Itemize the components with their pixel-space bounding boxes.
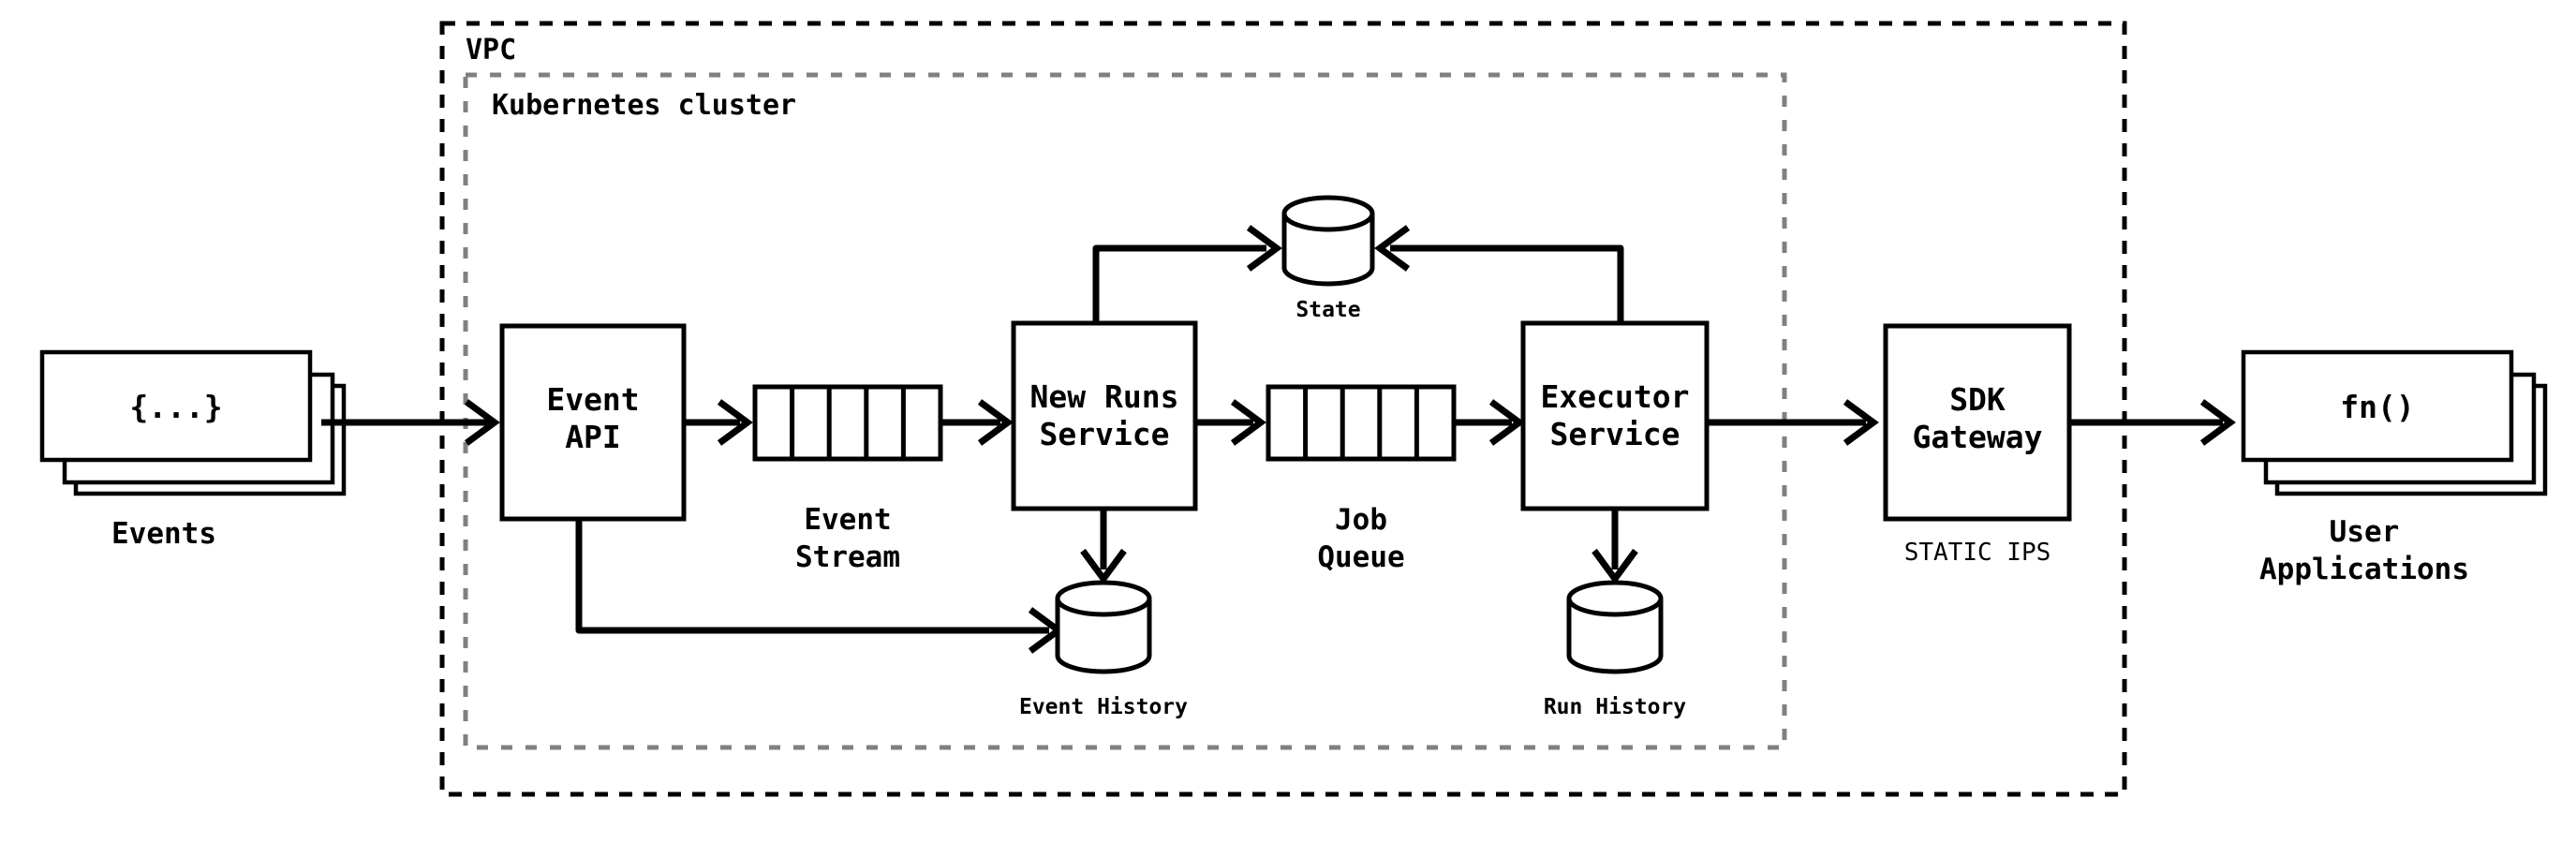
event-history-caption: Event History — [1019, 695, 1188, 719]
arrow-event-api-to-event-stream — [717, 399, 753, 446]
new-runs-service-box — [1011, 320, 1198, 511]
executor-service-label-line2: Service — [1549, 416, 1680, 452]
run-history-cylinder-body — [1566, 599, 1664, 674]
sdk-gateway-label-line1: SDK — [1949, 381, 2006, 418]
edge-new-runs-to-state — [1092, 244, 1266, 323]
run-history-cylinder-top — [1566, 580, 1664, 617]
run-history-node[interactable] — [1566, 580, 1664, 674]
vpc-boundary — [439, 21, 2127, 797]
executor-service-box — [1520, 320, 1710, 511]
events-node[interactable]: {...} — [39, 349, 347, 496]
job-queue-node[interactable] — [1266, 384, 1457, 462]
state-cylinder-body — [1281, 214, 1375, 287]
state-node[interactable] — [1281, 195, 1375, 287]
event-api-box — [499, 323, 687, 522]
arrow-new-runs-to-event-history — [1080, 548, 1127, 584]
new-runs-service-label-line2: Service — [1039, 416, 1169, 452]
event-api-label-line1: Event — [546, 381, 639, 418]
vpc-label: VPC — [466, 34, 516, 67]
state-caption: State — [1295, 298, 1360, 322]
arrow-job-queue-to-executor — [1488, 399, 1525, 446]
job-queue-caption-line2: Queue — [1317, 540, 1404, 574]
job-queue-box — [1266, 384, 1457, 462]
events-caption: Events — [111, 517, 216, 551]
event-history-cylinder-top — [1055, 580, 1152, 617]
arrow-new-runs-to-job-queue — [1230, 399, 1266, 446]
event-stream-caption-line2: Stream — [795, 540, 900, 574]
user-apps-caption-line1: User — [2330, 515, 2400, 549]
edge-event-api-to-event-history — [575, 519, 1049, 634]
sdk-gateway-label-line2: Gateway — [1912, 419, 2042, 455]
user-apps-card-front — [2241, 349, 2514, 463]
user-apps-caption-line2: Applications — [2259, 553, 2469, 586]
new-runs-service-node[interactable]: New Runs Service — [1011, 320, 1198, 511]
job-queue-caption-line1: Job — [1335, 503, 1387, 537]
arrow-executor-to-state — [1374, 225, 1411, 272]
events-card-front — [39, 349, 313, 463]
kubernetes-boundary — [463, 72, 1787, 750]
event-history-cylinder-body — [1055, 599, 1152, 674]
events-value: {...} — [129, 389, 222, 425]
arrow-sdk-gateway-to-user-apps — [2199, 399, 2236, 446]
event-api-node[interactable]: Event API — [499, 323, 687, 522]
sdk-gateway-node[interactable]: SDK Gateway — [1883, 323, 2072, 522]
new-runs-service-label-line1: New Runs — [1030, 378, 1179, 415]
event-stream-node[interactable] — [752, 384, 943, 462]
executor-service-label-line1: Executor — [1541, 378, 1690, 415]
event-stream-caption-line1: Event — [804, 503, 891, 537]
kubernetes-label: Kubernetes cluster — [492, 89, 796, 122]
user-applications-node[interactable]: fn() — [2241, 349, 2548, 496]
event-api-label-line2: API — [565, 419, 621, 455]
edge-executor-to-state — [1390, 244, 1624, 323]
user-apps-value: fn() — [2340, 389, 2414, 425]
state-cylinder-top — [1281, 195, 1375, 232]
arrow-event-stream-to-new-runs — [977, 399, 1014, 446]
arrow-executor-to-sdk-gateway — [1843, 399, 1879, 446]
sdk-gateway-caption: STATIC IPS — [1904, 539, 2051, 567]
run-history-caption: Run History — [1544, 695, 1686, 719]
arrow-executor-to-run-history — [1591, 548, 1638, 584]
event-history-node[interactable] — [1055, 580, 1152, 674]
executor-service-node[interactable]: Executor Service — [1520, 320, 1710, 511]
event-stream-box — [752, 384, 943, 462]
arrow-new-runs-to-state — [1246, 225, 1282, 272]
arrow-events-to-event-api — [464, 399, 500, 446]
